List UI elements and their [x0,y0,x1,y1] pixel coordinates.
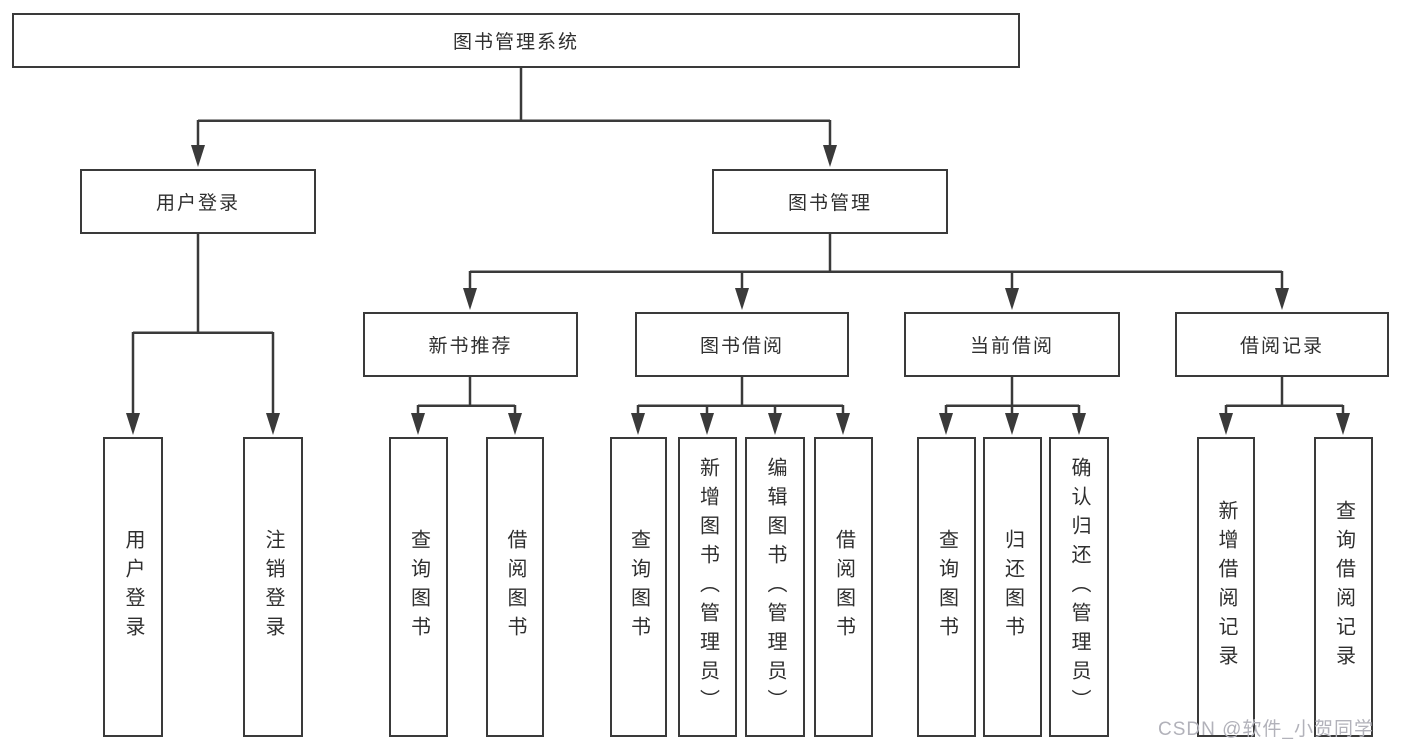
leaf-logout: 注销登录 [243,437,303,737]
node-root-label: 图书管理系统 [452,32,579,53]
leaf-borrow-book-borrowing: 借阅图书 [814,437,873,737]
node-current-borrowing-label: 当前借阅 [969,336,1054,357]
node-current-borrowing: 当前借阅 [904,312,1120,377]
node-book-management-label: 图书管理 [787,193,872,214]
leaf-query-book-current: 查询图书 [917,437,976,737]
node-book-management: 图书管理 [712,169,948,234]
node-book-borrowing-label: 图书借阅 [699,336,784,357]
leaf-user-login: 用户登录 [103,437,163,737]
node-new-book-recommend-label: 新书推荐 [428,336,513,357]
leaf-query-borrow-record: 查询借阅记录 [1314,437,1373,737]
leaf-edit-book-admin: 编辑图书（管理员） [745,437,805,737]
leaf-return-book: 归还图书 [983,437,1042,737]
leaf-query-book-recommend: 查询图书 [389,437,448,737]
leaf-confirm-return-admin: 确认归还（管理员） [1049,437,1109,737]
node-user-login: 用户登录 [80,169,316,234]
leaf-borrow-book-recommend: 借阅图书 [486,437,544,737]
node-user-login-label: 用户登录 [155,193,240,214]
csdn-watermark: CSDN @软件_小贺同学 [1158,719,1374,740]
leaf-query-book-borrowing: 查询图书 [610,437,667,737]
node-root-system: 图书管理系统 [12,13,1020,68]
node-borrowing-records-label: 借阅记录 [1239,336,1324,357]
leaf-add-borrow-record: 新增借阅记录 [1197,437,1255,737]
node-new-book-recommend: 新书推荐 [363,312,578,377]
node-borrowing-records: 借阅记录 [1175,312,1389,377]
leaf-add-book-admin: 新增图书（管理员） [678,437,737,737]
node-book-borrowing: 图书借阅 [635,312,849,377]
